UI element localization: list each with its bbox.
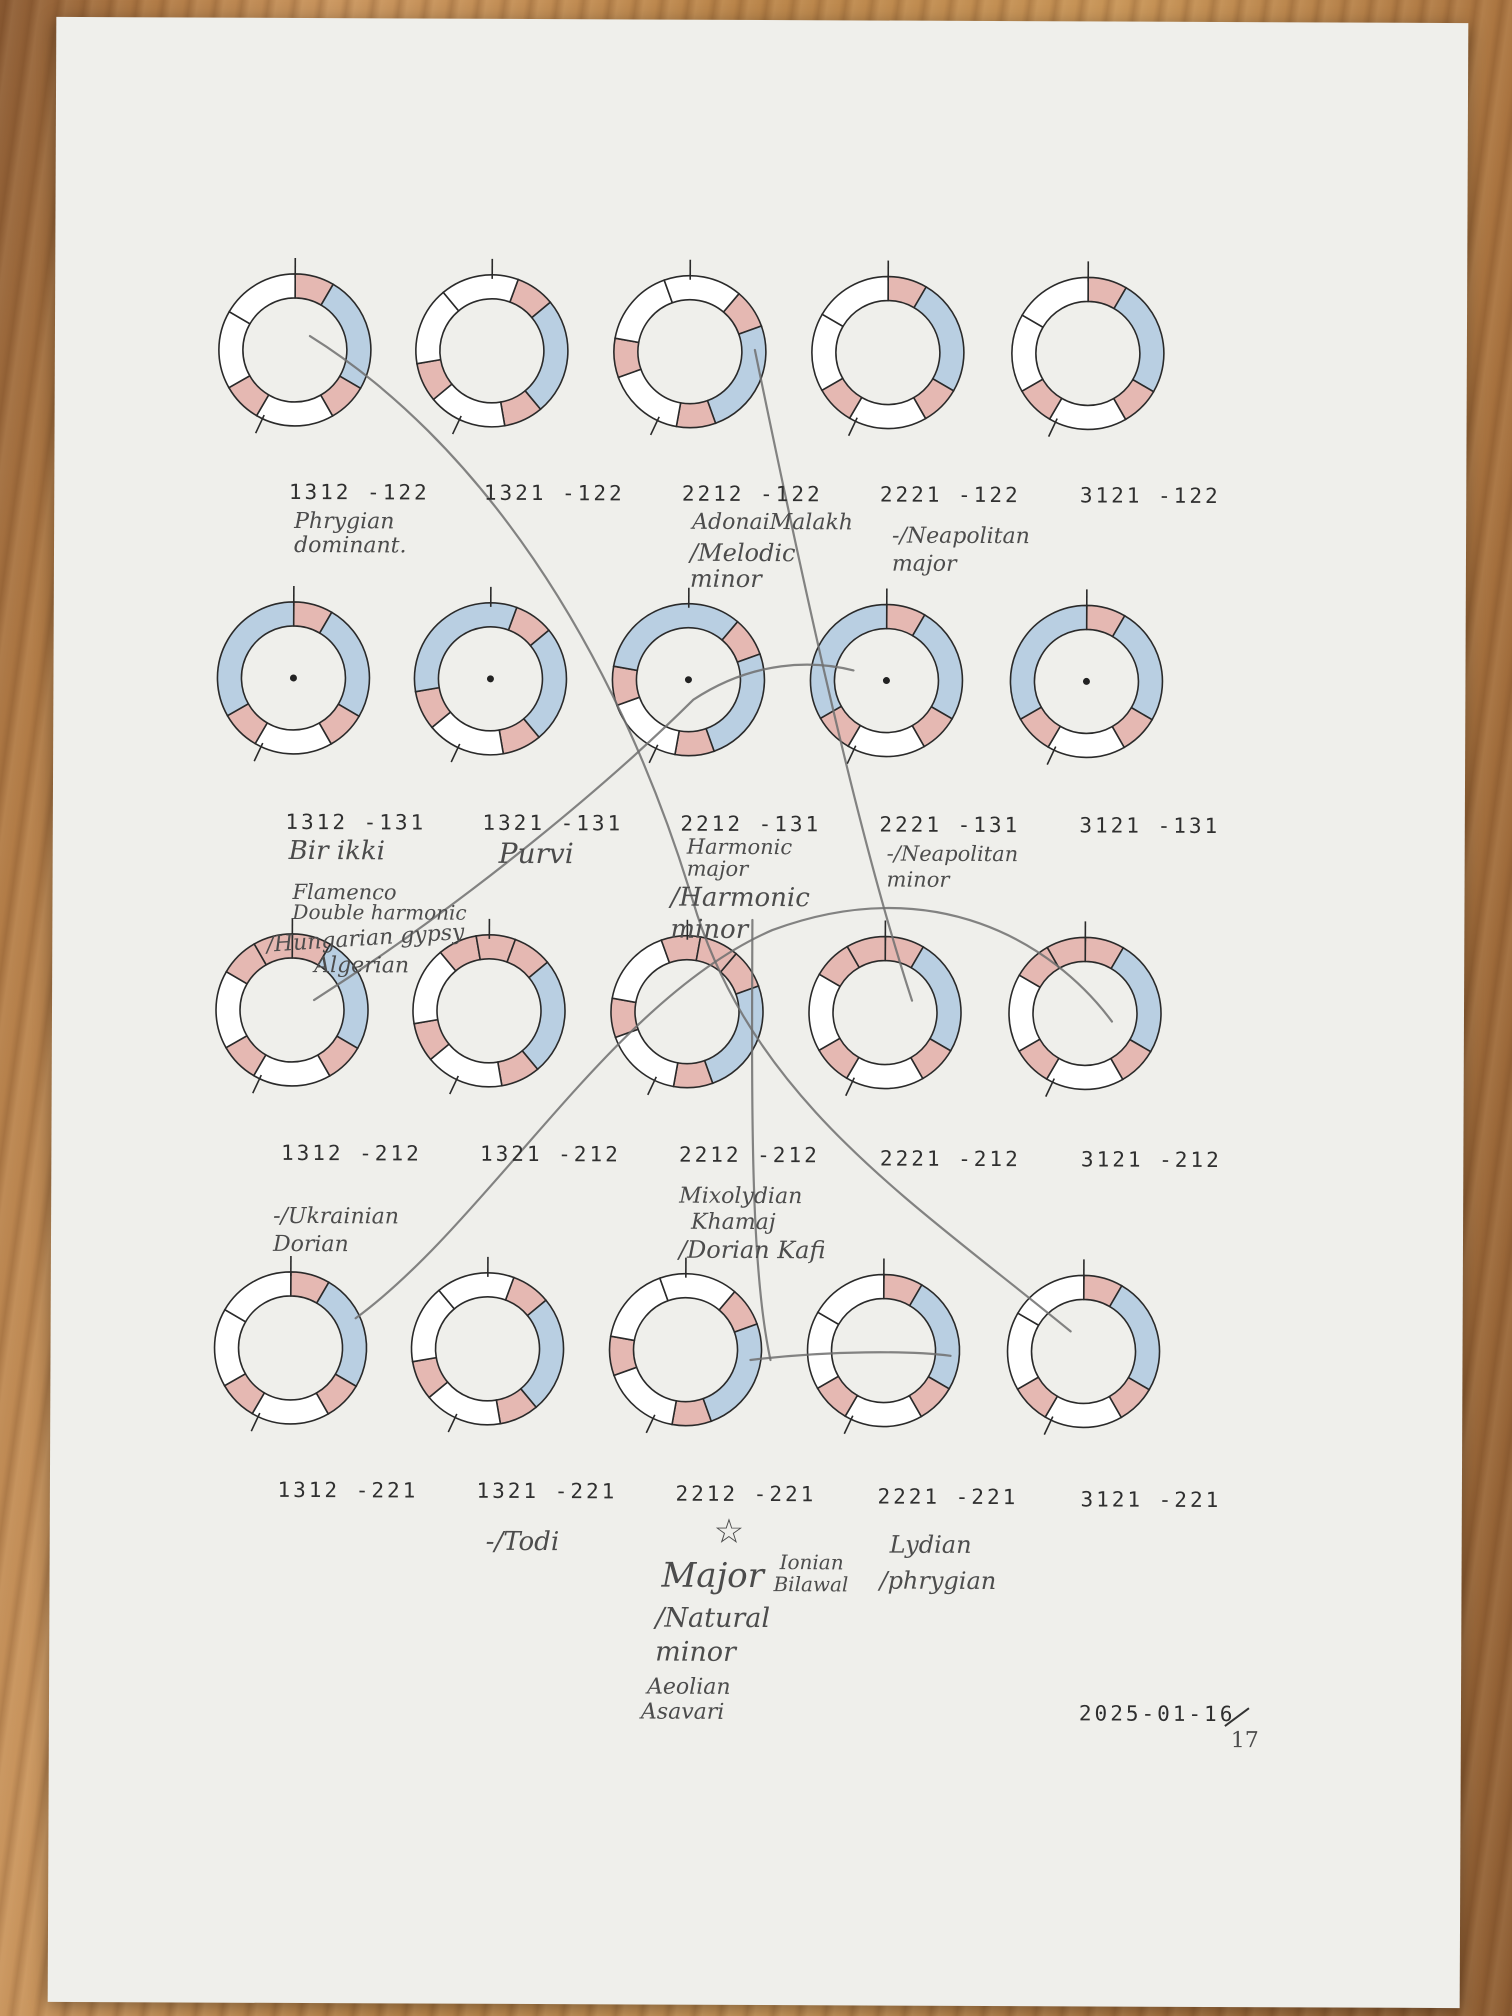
code-label-3121-131: 3121 -131 [1079, 813, 1221, 839]
note-neapolitan-major: -/Neapolitan major [891, 523, 1030, 577]
ring-diagram-2212-131 [611, 587, 766, 764]
center-dot [486, 675, 494, 683]
star-mark: ☆ [713, 1511, 745, 1552]
note-algerian: Algerian [314, 953, 410, 979]
ring-diagram-3121-122 [1011, 261, 1165, 437]
code-label-1321-131: 1321 -131 [482, 810, 624, 836]
code-label-2221-131: 2221 -131 [879, 812, 1021, 838]
note-harmonic-major: Harmonic major [686, 834, 793, 881]
ring-diagram-1321-221 [410, 1256, 565, 1433]
bottom-tick-mark [647, 1076, 658, 1096]
note-adonai-malakh: AdonaiMalakh [692, 509, 854, 536]
note-natural-minor: /Natural minor [655, 1602, 771, 1668]
ring-diagram-2212-221 [608, 1257, 763, 1434]
note-dorian-kafi: /Dorian Kafi [678, 1235, 826, 1265]
ring-diagram-2212-122 [613, 259, 767, 436]
ring-diagram-2221-221 [806, 1258, 961, 1435]
code-label-1321-122: 1321 -122 [483, 480, 625, 506]
code-label-1312-212: 1312 -212 [280, 1140, 422, 1166]
note-purvi: Purvi [498, 836, 574, 871]
code-label-3121-221: 3121 -221 [1080, 1487, 1222, 1513]
bottom-tick-mark [252, 1074, 263, 1094]
bottom-tick-mark [1047, 418, 1058, 437]
note-ukrainian-dorian: -/Ukrainian Dorian [272, 1203, 400, 1258]
note-mixolydian: Mixolydian [679, 1183, 803, 1210]
bottom-tick-mark [847, 417, 858, 437]
bottom-tick-mark [450, 743, 461, 763]
code-label-2221-122: 2221 -122 [879, 482, 1021, 508]
code-label-2212-212: 2212 -212 [678, 1142, 820, 1168]
ring-diagram-2221-212 [808, 920, 962, 1097]
pencil-connector-line [750, 918, 772, 1362]
note-melodic-minor: /Melodic minor [689, 538, 796, 594]
note-khamaj: Khamaj [691, 1209, 776, 1236]
code-label-1312-131: 1312 -131 [285, 809, 427, 835]
bottom-tick-mark [250, 1412, 261, 1432]
bottom-tick-mark [447, 1413, 458, 1433]
ring-diagram-1321-131 [413, 586, 568, 763]
bottom-tick-mark [645, 1414, 656, 1434]
ring-diagram-1321-212 [412, 918, 566, 1095]
note-harmonic-minor: /Harmonic minor [670, 882, 810, 945]
ring-diagram-2221-122 [811, 260, 965, 437]
bottom-tick-mark [253, 742, 264, 762]
ring-diagram-3121-221 [1006, 1259, 1161, 1435]
bottom-tick-mark [648, 744, 659, 764]
center-dot [684, 676, 692, 684]
bottom-tick-mark [451, 415, 462, 435]
pencil-connector-line [753, 348, 914, 1002]
ring-diagram-3121-131 [1009, 589, 1164, 765]
bottom-tick-mark [846, 745, 857, 765]
note-ionian: Ionian [779, 1550, 844, 1575]
date-label: 2025-01-16 [1078, 1701, 1236, 1727]
note-phrygian-dominant: Phrygian dominant. [293, 508, 407, 559]
pencil-connector-line [308, 334, 1072, 1333]
note-lydian: Lydian [889, 1530, 972, 1559]
note-major: Major [661, 1555, 764, 1597]
bottom-tick-mark [1045, 1078, 1056, 1097]
date-strike [1224, 1707, 1250, 1727]
ring-diagram-1312-122 [218, 257, 372, 434]
scale-diagram-layer [213, 257, 1250, 1727]
note-neapolitan-minor: -/Neapolitan minor [886, 841, 1019, 892]
code-label-3121-122: 3121 -122 [1079, 483, 1221, 509]
pencil-connector-line [312, 663, 855, 1002]
code-label-2212-122: 2212 -122 [681, 481, 823, 507]
bottom-tick-mark [845, 1077, 856, 1097]
code-label-1312-122: 1312 -122 [288, 479, 430, 505]
paper-sheet: 1312 -122 1321 -122 2212 -122 2221 -122 … [47, 16, 1469, 2009]
note-bilawal: Bilawal [773, 1572, 849, 1597]
code-label-1321-212: 1321 -212 [479, 1141, 621, 1167]
date-correction: 17 [1230, 1728, 1259, 1754]
pencil-connector-line [749, 1351, 952, 1362]
ring-diagram-1321-122 [415, 258, 569, 435]
center-dot [882, 677, 890, 685]
ring-diagram-3121-212 [1008, 921, 1162, 1097]
note-asavari: Asavari [640, 1699, 725, 1725]
code-label-2212-221: 2212 -221 [675, 1481, 817, 1507]
center-dot [1082, 677, 1090, 685]
code-label-1321-221: 1321 -221 [476, 1478, 618, 1504]
note-aeolian: Aeolian [647, 1674, 731, 1700]
code-label-3121-212: 3121 -212 [1080, 1147, 1222, 1173]
ring-diagram-1312-131 [216, 585, 371, 762]
ring-diagram-2212-212 [610, 919, 764, 1096]
bottom-tick-mark [843, 1415, 854, 1435]
center-dot [289, 674, 297, 682]
code-label-2221-221: 2221 -221 [877, 1484, 1019, 1510]
bottom-tick-mark [649, 416, 660, 436]
ring-diagram-1312-212 [215, 917, 369, 1094]
note-todi: -/Todi [485, 1526, 560, 1558]
ring-diagram-1312-221 [213, 1255, 368, 1432]
bottom-tick-mark [1046, 746, 1057, 765]
code-label-1312-221: 1312 -221 [277, 1477, 419, 1503]
note-bir-ikki: Bir ikki [288, 835, 386, 867]
bottom-tick-mark [1043, 1416, 1054, 1435]
code-label-2221-212: 2221 -212 [879, 1146, 1021, 1172]
code-label-2212-131: 2212 -131 [680, 811, 822, 837]
note-phrygian: /phrygian [879, 1566, 997, 1596]
bottom-tick-mark [254, 414, 265, 434]
bottom-tick-mark [449, 1075, 460, 1095]
ring-diagram-2221-131 [809, 588, 964, 765]
